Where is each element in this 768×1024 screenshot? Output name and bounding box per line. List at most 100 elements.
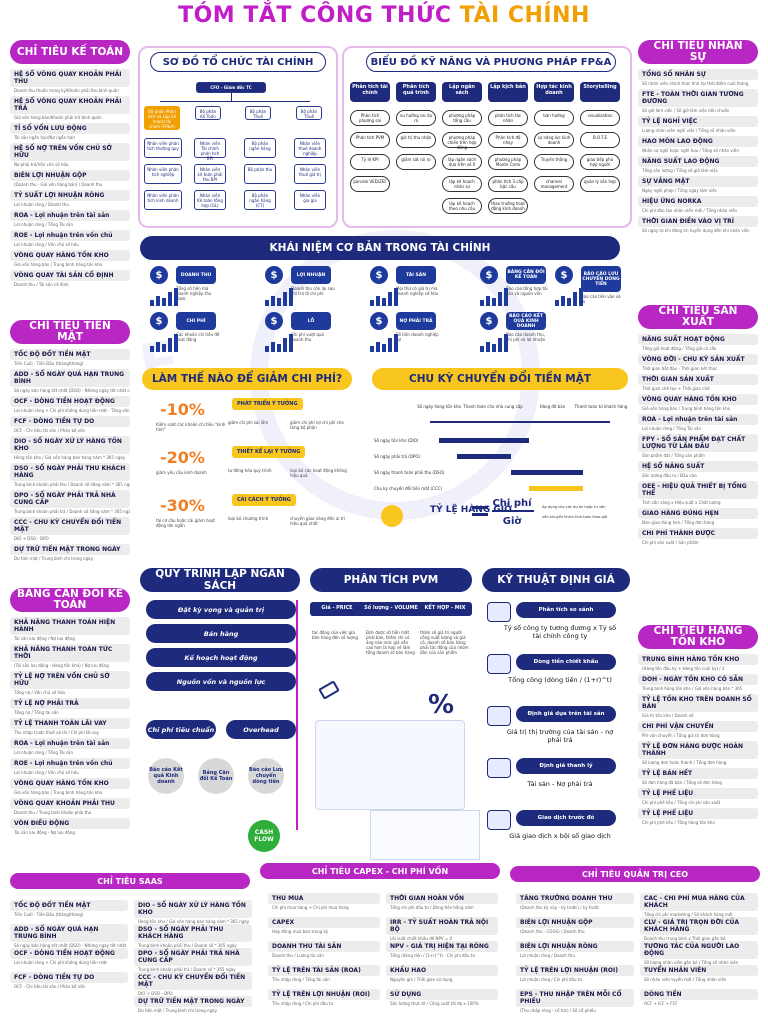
- metric-formula: Tài sản lưu động / Nợ lưu động: [14, 636, 75, 641]
- org-node-staff: Bộ phận thu: [244, 164, 276, 184]
- metric-name: TỶ LỆ TỒN KHO TRÊN DOANH SỐ BÁN: [638, 694, 758, 712]
- skills-column-header: Storytelling: [580, 82, 620, 102]
- valuation-icon: [487, 654, 511, 674]
- metric-list: TRUNG BÌNH HÀNG TỒN KHO(Hàng tồn đầu kỳ …: [638, 654, 758, 825]
- metric-name: DÒNG TIỀN: [640, 989, 758, 1000]
- metric-name: NĂNG SUẤT HOẠT ĐỘNG: [638, 334, 758, 345]
- metric-name: DPO - SỐ NGÀY PHẢI TRẢ NHÀ CUNG CẤP: [134, 948, 252, 966]
- metric-formula: Trung bình khoản phải thu / Doanh số hằn…: [14, 482, 130, 487]
- skill-item: phương pháp tổng cấu: [442, 110, 482, 126]
- metric-name: GIAO HÀNG ĐÚNG HẸN: [638, 508, 758, 519]
- metric-name: ROE - Lợi nhuận trên vốn chủ: [10, 230, 130, 241]
- metric-name: TỶ LỆ THANH TOÁN LÃI VAY: [10, 718, 130, 729]
- metric-item: KHẢ NĂNG THANH TOÁN TỨC THỜI(Tài sản lưu…: [10, 644, 130, 668]
- metric-item: TĂNG TRƯỞNG DOANH THU(Doanh thu kỳ này -…: [516, 893, 634, 910]
- pvm-desc: thám số giá tri người công suất lượng và…: [420, 630, 469, 655]
- metric-formula: (Doanh thu kỳ này - kỳ trước) / kỳ trước: [520, 905, 600, 910]
- metric-formula: (Doanh thu - COGS) / Doanh thu: [520, 929, 585, 934]
- metric-formula: Hàng tồn kho / Giá vốn hàng bán hàng năm…: [14, 455, 126, 460]
- metric-name: SỰ VẮNG MẶT: [638, 176, 758, 187]
- metric-formula: Giá trị tồn kho / Doanh số: [642, 713, 694, 718]
- metric-name: DIO - SỐ NGÀY XỬ LÝ HÀNG TỒN KHO: [134, 900, 252, 918]
- metric-item: TỶ LỆ TRÊN LỢI NHUẬN (ROI)Thu nhập ròng …: [268, 989, 380, 1006]
- budget-header: QUY TRÌNH LẬP NGÂN SÁCH: [140, 568, 300, 592]
- budget-step: Bán hàng: [146, 624, 296, 643]
- metric-formula: Giá vốn hàng bán/Khoản phải trả bình quâ…: [14, 115, 102, 120]
- metric-formula: Doanh thu / Lượng tài sản: [272, 953, 324, 958]
- metric-formula: Ngày nghỉ phép / Tổng ngày làm việc: [642, 188, 717, 193]
- metric-name: HỆ SỐ NĂNG SUẤT: [638, 461, 758, 472]
- skill-item: phương pháp Monte Carlo: [488, 154, 528, 170]
- metric-formula: Lợi nhuận ròng / Doanh thu: [14, 202, 69, 207]
- cost-desc: loại bỏ chương trình: [228, 516, 269, 521]
- skill-item: quản lý sản hợp: [580, 176, 620, 192]
- metric-name: HỆ SỐ VÒNG QUAY KHOẢN PHẢI THU: [10, 69, 130, 87]
- cost-method-button: THIẾT KẾ LẠI Ý TƯỞNG: [232, 446, 306, 458]
- percent-icon: %: [428, 690, 455, 720]
- metric-name: TUYỂN NHÂN VIÊN: [640, 965, 758, 976]
- org-node-fpa: Bộ phận Phân tích và Lập kế hoạch tài ch…: [144, 106, 180, 130]
- metric-formula: Tổng chi phí đầu tư / Dòng tiền hằng năm: [390, 905, 474, 910]
- metric-name: VÒNG QUAY HÀNG TỒN KHO: [638, 394, 758, 405]
- metric-name: ADD - SỐ NGÀY QUÁ HẠN TRUNG BÌNH: [10, 369, 130, 387]
- mini-bar-chart: [480, 288, 508, 306]
- metric-name: BIÊN LỢI NHUẬN RÒNG: [516, 941, 634, 952]
- metric-formula: Trung bình khoản phải trả / Doanh số hằn…: [14, 509, 130, 514]
- valuation-formula: Giá giao dịch x bội số giao dịch: [509, 832, 611, 840]
- concept-desc: Tổng số tiền mà doanh nghiệp thu được: [176, 286, 212, 301]
- metric-name: TỶ LỆ PHẾ LIỆU: [638, 788, 758, 799]
- metric-name: DSO - SỐ NGÀY PHẢI THU KHÁCH HÀNG: [10, 463, 130, 481]
- metric-name: BIÊN LỢI NHUẬN GỘP: [10, 170, 130, 181]
- page-title: TÓM TẮT CÔNG THỨC TÀI CHÍNH: [178, 3, 590, 28]
- concept-desc: Báo cáo tiền vào và ra: [581, 294, 621, 304]
- metric-formula: Thu nhập ròng / Tổng tài sản: [272, 977, 330, 982]
- mini-bar-chart: [480, 334, 508, 352]
- metric-formula: Thời gian bắt đầu - Thời gian kết thúc: [642, 366, 718, 371]
- metric-formula: (Tài sản lưu động - Hàng tồn kho) / Nợ l…: [14, 663, 109, 668]
- metric-name: TỐC ĐỘ ĐỐT TIỀN MẶT: [10, 900, 128, 911]
- mini-bar-chart: [150, 334, 178, 352]
- metric-item: BIÊN LỢI NHUẬN GỘP(Doanh thu - Giá vốn h…: [10, 170, 130, 187]
- metric-formula: Số giờ làm việc / Số giờ làm việc tiêu c…: [642, 108, 730, 113]
- rate-label: TỶ LỆ HÀNG GIỜ: [430, 503, 512, 515]
- mini-bar-chart: [370, 288, 398, 306]
- org-node-cfo: CFO - Giám đốc TC: [196, 82, 266, 93]
- cost-desc: giảm chi phí sai lầm: [228, 420, 269, 425]
- metric-formula: Tổng sản lượng / Tổng số giờ làm việc: [642, 168, 718, 173]
- metric-formula: Đơn giao đúng hẹn / Tổng đơn hàng: [642, 520, 715, 525]
- metric-formula: Lợi nhuận ròng + Chi phí không dùng tiền…: [14, 408, 130, 413]
- metric-name: IRR - TỶ SUẤT HOÀN TRẢ NỘI BỘ: [386, 917, 498, 935]
- metric-name: FTE - TOÀN THỜI GIAN TƯƠNG ĐƯƠNG: [638, 89, 758, 107]
- rate-note: nên khuyến khích tính toán theo giờ: [542, 515, 608, 519]
- metric-name: VÒNG ĐỜI - CHU KỲ SẢN XUẤT: [638, 354, 758, 365]
- skill-item: phân tích 3 cấp bậc cấu: [488, 176, 528, 192]
- metric-formula: Lợi nhuận ròng / Doanh thu: [520, 953, 575, 958]
- product-chart: [370, 810, 480, 860]
- pvm-desc: Đơn được số tiền mất phải bán, thấm chỉ …: [366, 630, 415, 655]
- metric-formula: Tính sẵn sàng x Hiệu suất x Chất lượng: [642, 500, 721, 505]
- metric-formula: Sản lượng đầu ra / Đầu vào: [642, 473, 697, 478]
- metric-name: OCF - DÒNG TIỀN HOẠT ĐỘNG: [10, 948, 128, 959]
- metric-formula: Trung bình khoản phải trả / Doanh số * 3…: [138, 967, 236, 972]
- mini-bar-chart: [370, 334, 398, 352]
- metric-name: OEE - HIỆU QUẢ THIẾT BỊ TỔNG THỂ: [638, 481, 758, 499]
- metric-name: DỰ TRỮ TIỀN MẶT TRONG NGÀY: [134, 996, 252, 1007]
- mini-bar-chart: [555, 288, 583, 306]
- skill-item: Phân tích phương sai: [350, 110, 390, 126]
- metric-formula: Hợp đồng mua bán trong kỳ: [272, 929, 329, 934]
- metric-formula: Thời gian chế tạo + Thời gian chờ: [642, 386, 710, 391]
